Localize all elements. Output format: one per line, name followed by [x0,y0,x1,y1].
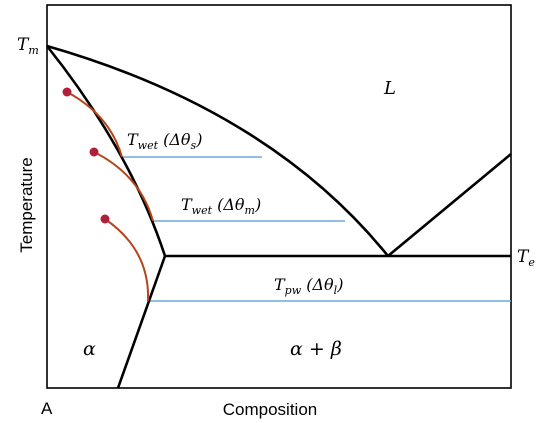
wetting-curve-2 [93,151,154,222]
x-axis-label: Composition [223,400,318,419]
marker-dot-2 [89,147,99,157]
marker-dot-1 [62,87,72,97]
y-axis-label: Temperature [17,157,36,252]
solidus [45,45,167,257]
label-twet-m: Twet (Δθm) [181,195,261,217]
label-liquid: L [383,78,396,99]
solvus [116,255,167,389]
marker-dot-3 [100,214,110,224]
plot-frame [46,4,512,389]
label-alpha-beta: α + β [290,338,342,360]
wetting-curve-3 [104,218,150,302]
liquidus-right [387,152,512,258]
label-tpw-l: Tpw (Δθl) [274,275,343,297]
label-tm: Tm [17,35,39,57]
label-twet-s: Twet (Δθs) [127,130,202,152]
label-alpha: α [83,338,96,360]
wetting-curve-1 [66,91,123,158]
origin-label: A [41,399,53,418]
label-te: Te [517,247,535,269]
liquidus-left [46,44,390,257]
